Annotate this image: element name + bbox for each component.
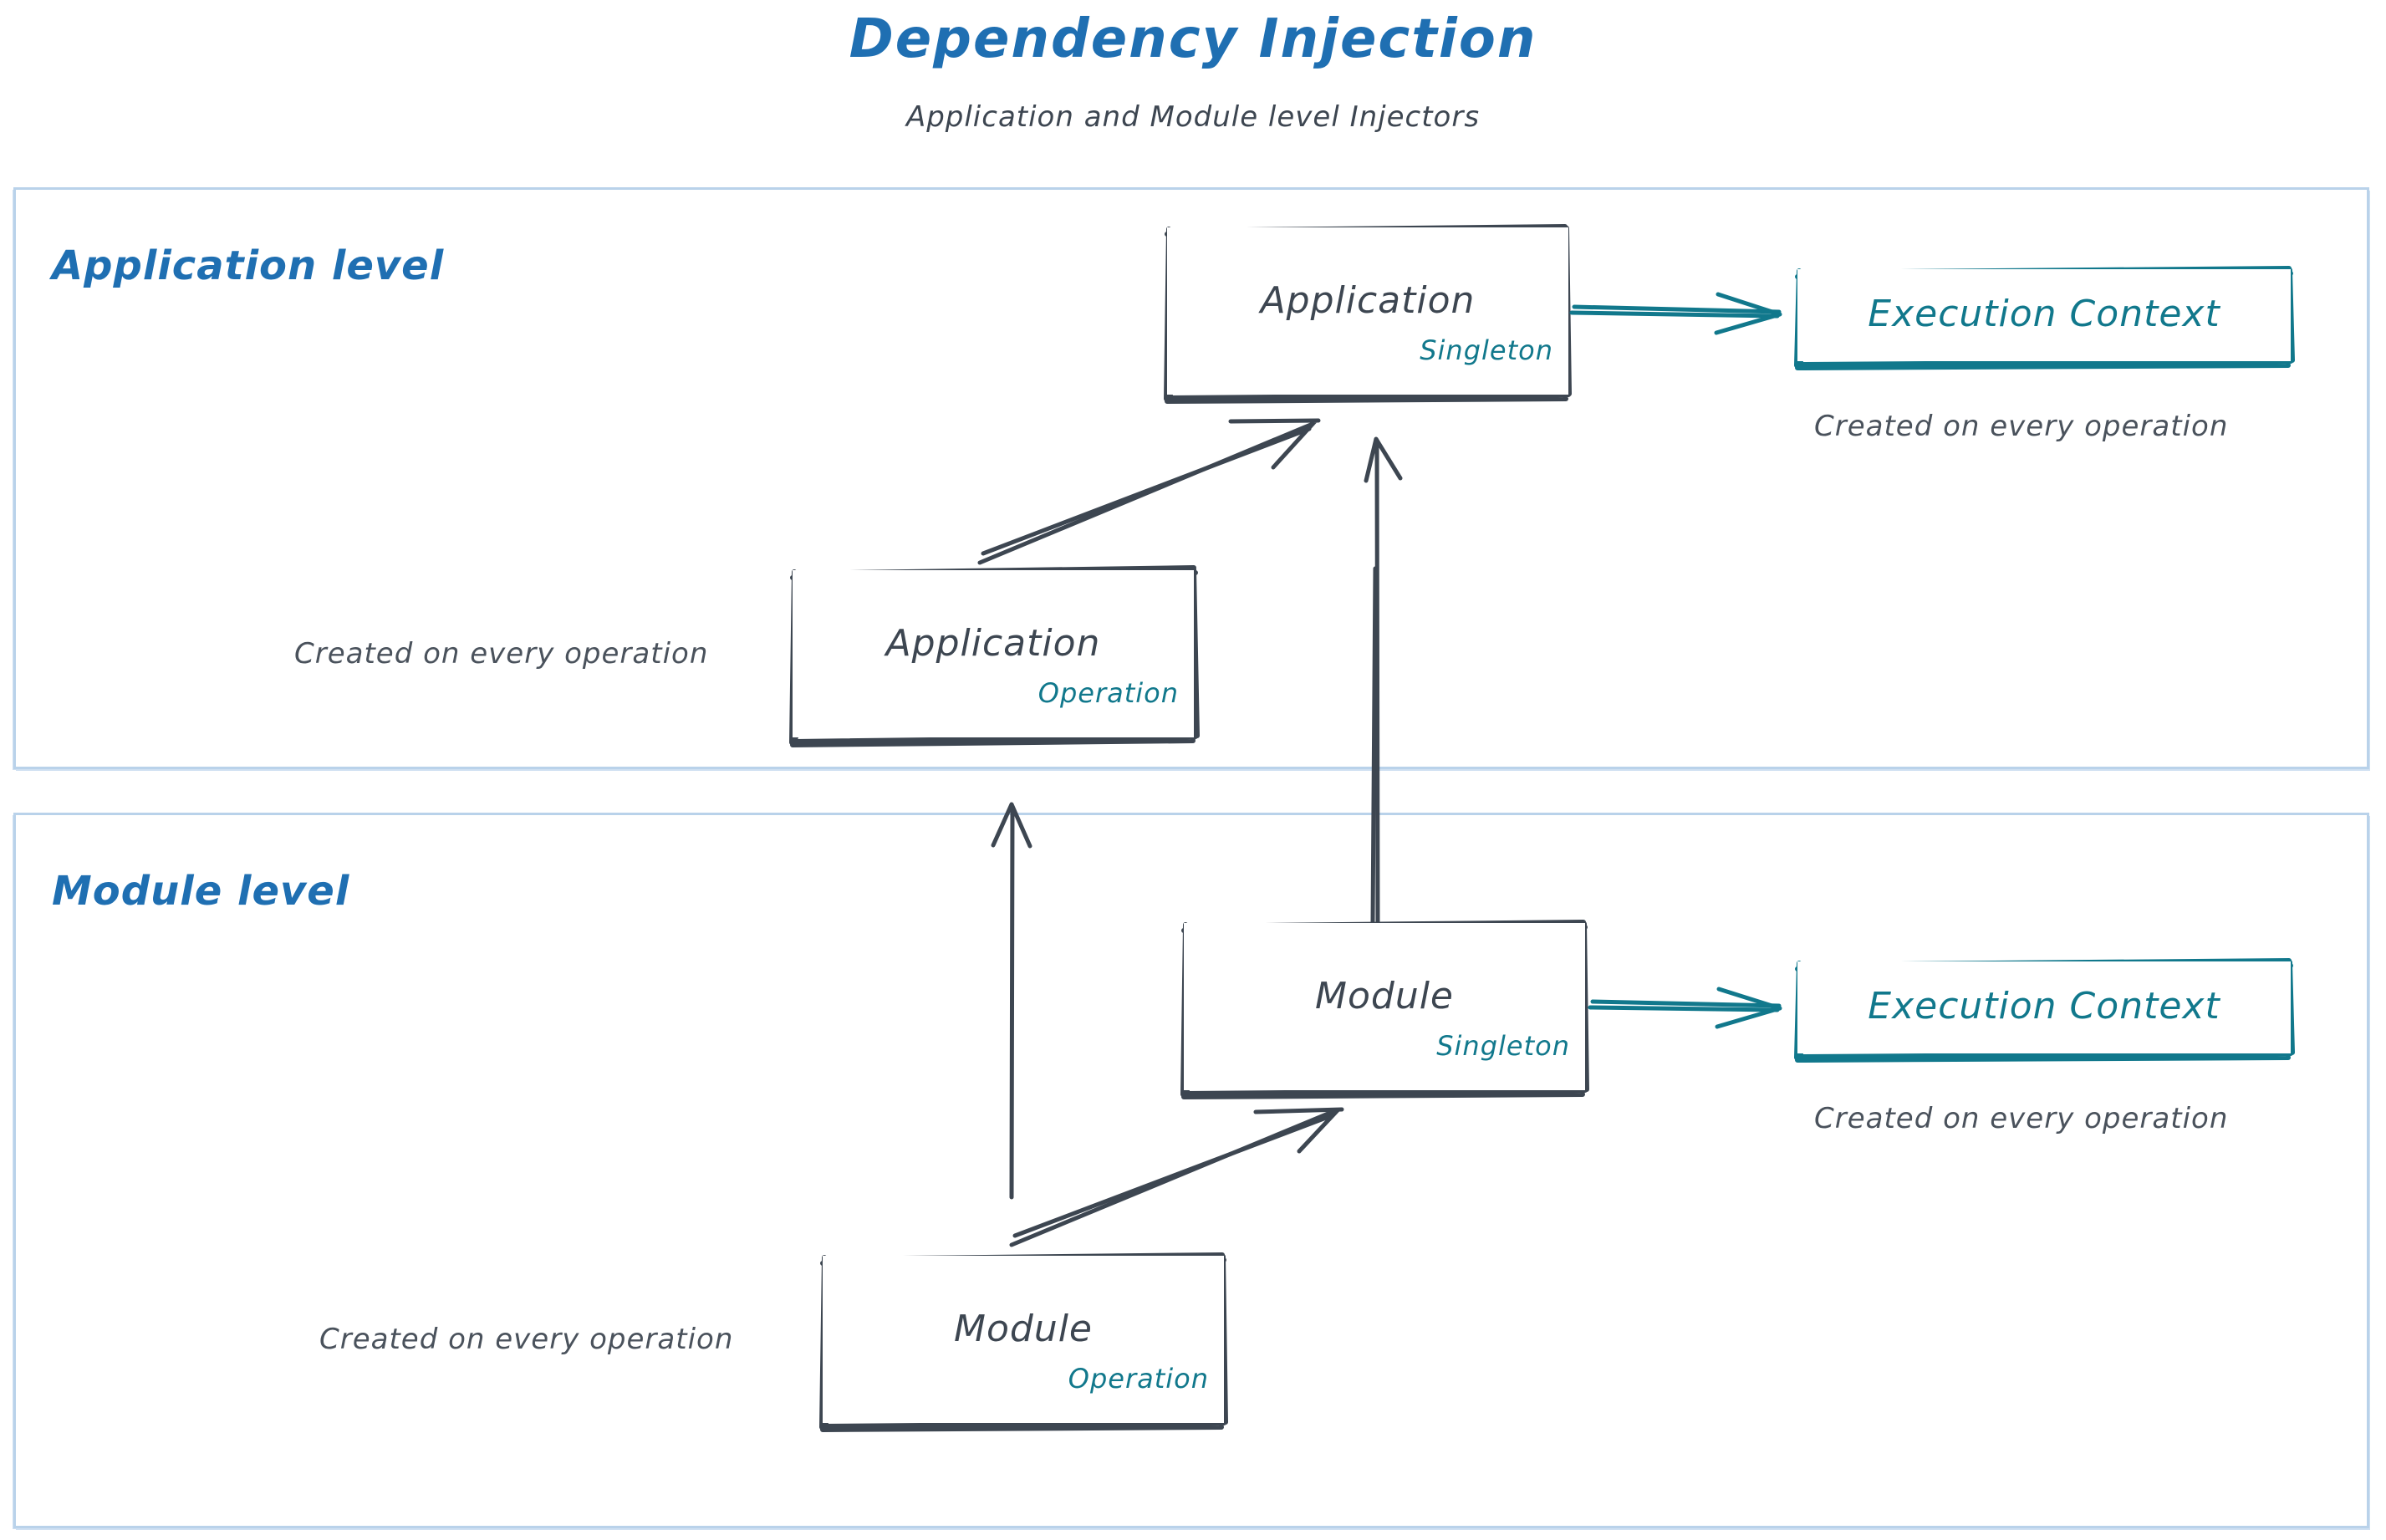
node-application-operation[interactable]: Application Operation bbox=[793, 570, 1194, 737]
execution-context-label: Execution Context bbox=[1868, 985, 2220, 1028]
execution-context-module[interactable]: Execution Context bbox=[1797, 961, 2291, 1053]
node-scope-badge: Operation bbox=[1068, 1363, 1209, 1395]
caption-module-execution-context: Created on every operation bbox=[1814, 1102, 2229, 1135]
node-scope-badge: Singleton bbox=[1420, 334, 1553, 366]
node-scope-badge: Operation bbox=[1038, 677, 1179, 709]
execution-context-label: Execution Context bbox=[1868, 293, 2220, 335]
section-application-level bbox=[13, 187, 2369, 769]
node-title: Module bbox=[954, 1308, 1093, 1350]
caption-application-execution-context: Created on every operation bbox=[1814, 410, 2229, 443]
node-module-singleton[interactable]: Module Singleton bbox=[1184, 923, 1585, 1090]
caption-module-operation: Created on every operation bbox=[319, 1323, 734, 1356]
page-subtitle: Application and Module level Injectors bbox=[905, 100, 1481, 134]
node-module-operation[interactable]: Module Operation bbox=[823, 1256, 1224, 1423]
node-scope-badge: Singleton bbox=[1436, 1030, 1570, 1062]
execution-context-application[interactable]: Execution Context bbox=[1797, 269, 2291, 361]
section-label-module-level: Module level bbox=[52, 868, 350, 915]
node-application-singleton[interactable]: Application Singleton bbox=[1167, 227, 1568, 395]
caption-application-operation: Created on every operation bbox=[294, 637, 709, 671]
node-title: Application bbox=[1260, 279, 1476, 322]
node-title: Module bbox=[1315, 975, 1454, 1017]
section-label-application-level: Application level bbox=[52, 242, 445, 289]
node-title: Application bbox=[885, 622, 1101, 665]
page-title: Dependency Injection bbox=[849, 8, 1537, 70]
section-module-level bbox=[13, 813, 2369, 1528]
